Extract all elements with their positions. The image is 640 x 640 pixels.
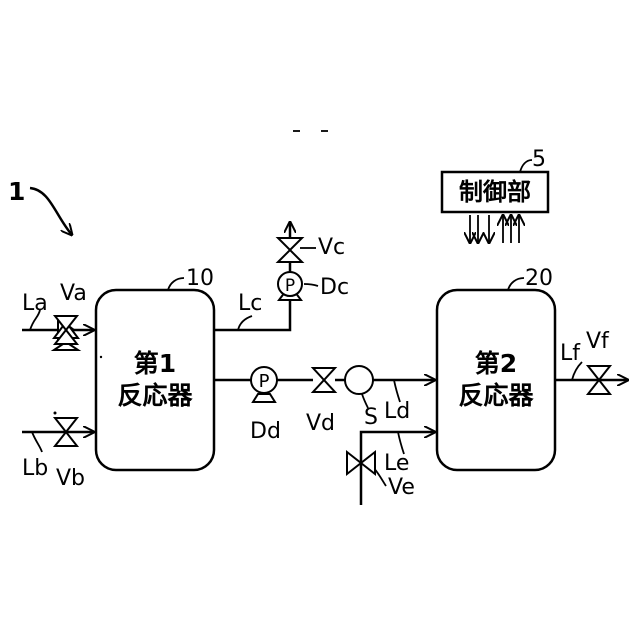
reactor-2-number-leader <box>508 278 524 290</box>
reactor-1-number-leader <box>168 278 184 290</box>
reactor-1-vessel <box>96 290 214 470</box>
reactor-1-line1: 第1 <box>134 349 176 378</box>
sensor-S-label: S <box>364 405 378 430</box>
reactor-1: 第1 反応器 10 <box>96 266 214 470</box>
pump-Dd: P <box>251 367 277 402</box>
reactor-1-number: 10 <box>186 266 214 291</box>
line-Lf: Lf Vf <box>555 329 628 380</box>
valve-Vc-label: Vc <box>318 235 345 260</box>
pump-Dd-label: Dd <box>250 419 281 444</box>
reactor-1-line2: 反応器 <box>117 381 193 410</box>
signal-arrows <box>470 215 519 243</box>
valve-Vb-label: Vb <box>56 466 85 491</box>
system-number: 1 <box>8 177 25 206</box>
pump-Dc-symbol: P <box>285 276 295 296</box>
controller: 制御部 5 <box>442 147 548 243</box>
line-Le-label: Le <box>384 451 409 476</box>
pump-Dc: P <box>278 272 302 300</box>
line-Lb-label: Lb <box>22 456 48 481</box>
valve-Vd-label: Vd <box>306 411 335 436</box>
line-Lc-label: Lc <box>238 291 262 316</box>
pump-Dd-symbol: P <box>259 371 270 392</box>
speck <box>100 356 102 358</box>
pump-Dc-label: Dc <box>320 275 349 300</box>
reactor-2-line2: 反応器 <box>458 381 534 410</box>
reactor-2-number: 20 <box>525 266 553 291</box>
speck <box>54 412 57 415</box>
system-number-leader <box>30 188 72 235</box>
reactor-2: 第2 反応器 20 <box>437 266 555 470</box>
line-La-label: La <box>22 291 48 316</box>
valve-Vf-label: Vf <box>586 329 610 354</box>
controller-number-leader <box>520 160 532 172</box>
valve-Ve-label: Ve <box>388 475 415 500</box>
valve-Va-label: Va <box>60 281 87 306</box>
valve-Vd <box>313 368 335 392</box>
controller-label: 制御部 <box>459 178 531 206</box>
valve-Vc <box>278 238 302 262</box>
reactor-2-vessel <box>437 290 555 470</box>
line-Ld-label: Ld <box>384 399 410 424</box>
sensor-S: S <box>345 366 378 430</box>
line-Lf-label: Lf <box>560 341 581 366</box>
reactor-2-line1: 第2 <box>475 349 517 378</box>
controller-number: 5 <box>532 147 546 172</box>
